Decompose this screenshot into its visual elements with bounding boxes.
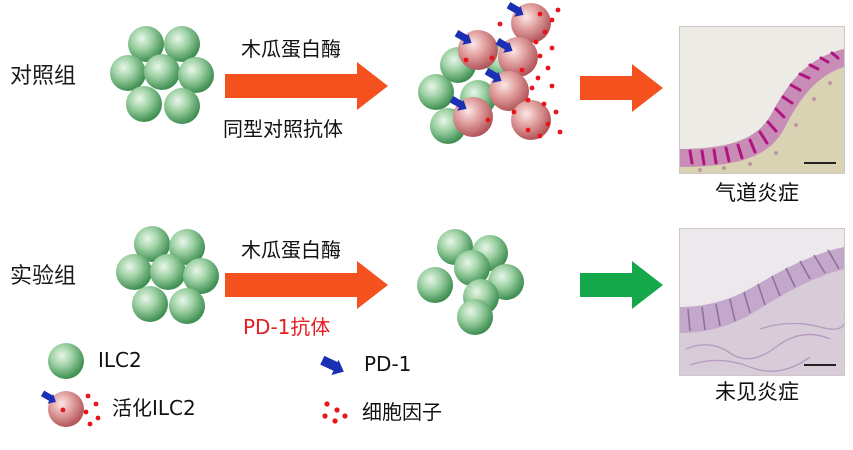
legend-activated-label: 活化ILC2 [112,396,196,420]
experiment-treatment-arrow [225,261,388,309]
control-antibody-label: 同型对照抗体 [223,117,343,141]
control-group-label: 对照组 [10,64,77,89]
experiment-result-arrow [580,261,663,309]
control-treatment-label: 木瓜蛋白酶 [241,37,341,61]
control-treatment-arrow [225,62,388,110]
experiment-histology-image [679,228,845,376]
legend-ilc2-label: ILC2 [98,348,142,372]
legend-pd1-icon [318,353,348,380]
control-result-arrow [580,64,663,112]
experiment-ilc2-cluster [116,226,219,324]
control-activated-cluster [418,0,563,144]
experiment-antibody-label: PD-1抗体 [243,315,331,339]
legend-activated-icon [39,389,101,427]
experiment-result-label: 未见炎症 [715,380,799,404]
experiment-ilc2-after-cluster [417,229,524,335]
legend-cytokine-icon [322,401,348,424]
control-histology-image [679,26,845,174]
control-ilc2-cluster [110,26,214,124]
legend-cytokine-label: 细胞因子 [362,400,442,424]
experiment-treatment-label: 木瓜蛋白酶 [241,238,341,262]
experiment-group-label: 实验组 [10,264,77,289]
legend-ilc2-icon [48,343,84,379]
control-result-label: 气道炎症 [715,181,799,205]
legend-pd1-label: PD-1 [364,352,412,376]
